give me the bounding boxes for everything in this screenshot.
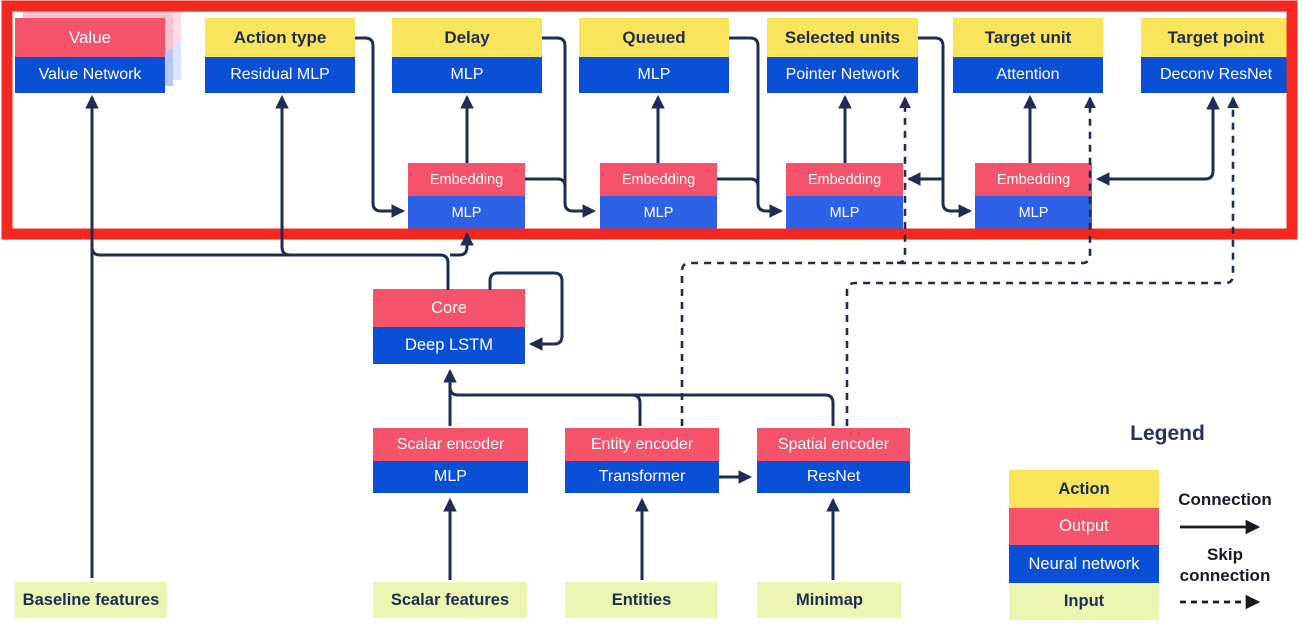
transformer-label: Transformer: [565, 461, 719, 493]
attention-label: Attention: [953, 57, 1103, 93]
resnet-label: ResNet: [757, 461, 910, 493]
legend-connection-label: Connection: [1178, 490, 1272, 509]
head-block-action-type: Action type Residual MLP: [205, 18, 355, 93]
spatial-encoder-block: Spatial encoder ResNet: [757, 428, 910, 493]
embedding-label: Embedding: [975, 163, 1092, 196]
legend-input-swatch: Input: [1009, 583, 1159, 620]
wire-spatial-encoder-to-core: [448, 380, 835, 426]
target-unit-label: Target unit: [953, 18, 1103, 57]
wire-embedding4-to-deconv-resnet: [1095, 95, 1220, 186]
head-block-target-unit: Target unit Attention: [953, 18, 1103, 93]
legend-output-swatch: Output: [1009, 508, 1159, 545]
embedding-block-2: Embedding MLP: [600, 163, 717, 229]
residual-mlp-label: Residual MLP: [205, 57, 355, 93]
input-baseline-features: Baseline features: [15, 582, 167, 618]
wire-entity-encoder-to-core: [631, 393, 642, 426]
legend-action-swatch: Action: [1009, 470, 1159, 508]
embedding-label: Embedding: [786, 163, 903, 196]
queued-mlp-label: MLP: [579, 57, 729, 93]
wire-embedding2-to-embedding3: [717, 177, 760, 187]
spatial-encoder-label: Spatial encoder: [757, 428, 910, 461]
head-block-delay: Delay MLP: [392, 18, 542, 93]
deep-lstm-label: Deep LSTM: [373, 327, 525, 364]
action-type-label: Action type: [205, 18, 355, 57]
target-point-label: Target point: [1141, 18, 1291, 57]
embedding-block-4: Embedding MLP: [975, 163, 1092, 229]
wire-core-to-action-type: [275, 94, 298, 257]
wire-core-trunk-left: [90, 240, 450, 290]
input-entities: Entities: [565, 582, 718, 618]
delay-label: Delay: [392, 18, 542, 57]
wire-core-to-embedding1: [450, 231, 474, 257]
legend-skip-connection-label: Skip connection: [1179, 545, 1271, 585]
embedding-label: Embedding: [600, 163, 717, 196]
value-output-label: Value: [15, 18, 165, 57]
scalar-encoder-mlp-label: MLP: [373, 461, 528, 493]
embedding-block-1: Embedding MLP: [408, 163, 525, 229]
head-block-queued: Queued MLP: [579, 18, 729, 93]
skip-connections: [680, 96, 1239, 426]
value-network-label: Value Network: [15, 57, 165, 93]
head-block-selected-units: Selected units Pointer Network: [767, 18, 918, 93]
entity-encoder-block: Entity encoder Transformer: [565, 428, 719, 493]
core-label: Core: [373, 289, 525, 327]
head-block-target-point: Target point Deconv ResNet: [1141, 18, 1291, 93]
legend-title: Legend: [1130, 422, 1205, 445]
embedding-mlp-label: MLP: [408, 196, 525, 229]
scalar-encoder-block: Scalar encoder MLP: [373, 428, 528, 493]
scalar-encoder-label: Scalar encoder: [373, 428, 528, 461]
embedding-mlp-label: MLP: [975, 196, 1092, 229]
input-minimap: Minimap: [757, 582, 902, 618]
embedding-mlp-label: MLP: [786, 196, 903, 229]
skip-spatial-to-deconv-resnet: [845, 96, 1239, 426]
head-block-value: Value Value Network: [15, 18, 165, 93]
deconv-resnet-label: Deconv ResNet: [1141, 57, 1291, 93]
input-scalar-features: Scalar features: [373, 582, 527, 618]
delay-mlp-label: MLP: [392, 57, 542, 93]
queued-label: Queued: [579, 18, 729, 57]
embedding-block-3: Embedding MLP: [786, 163, 903, 229]
legend-neural-network-swatch: Neural network: [1009, 545, 1159, 583]
embedding-label: Embedding: [408, 163, 525, 196]
entity-encoder-label: Entity encoder: [565, 428, 719, 461]
core-block: Core Deep LSTM: [373, 289, 525, 364]
pointer-network-label: Pointer Network: [767, 57, 918, 93]
wire-embedding1-to-embedding2: [525, 177, 567, 187]
skip-entity-to-attention: [680, 96, 1096, 426]
selected-units-label: Selected units: [767, 18, 918, 57]
embedding-mlp-label: MLP: [600, 196, 717, 229]
